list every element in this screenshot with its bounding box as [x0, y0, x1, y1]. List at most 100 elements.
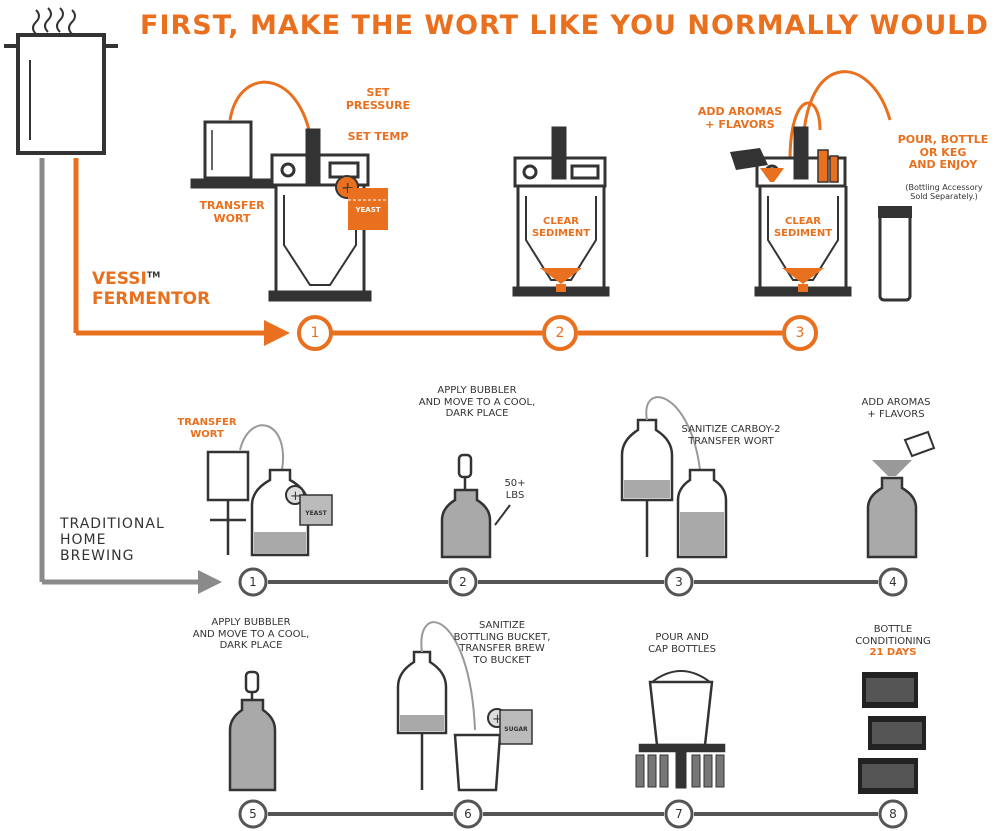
transfer-wort-line-2: WORT — [213, 211, 251, 225]
clear-sediment-3-line-2: SEDIMENT — [773, 227, 833, 239]
trad-conditioning-line-2: CONDITIONING — [855, 635, 931, 647]
trad-weight-line-2: LBS — [505, 489, 525, 501]
trad-carboy-6-icon — [396, 650, 448, 735]
trad-step-6-circle — [453, 799, 483, 829]
trad-sanitize-bucket-line-1: SANITIZE — [478, 620, 526, 631]
pour-line-2: OR KEG — [919, 145, 967, 159]
trad-step-8-circle — [878, 799, 908, 829]
trad-sanitize-carboy-line-2: TRANSFER WORT — [688, 435, 774, 447]
trad-weight-label: 50+ LBS — [500, 478, 530, 501]
trad-add-aromas-line-2: + FLAVORS — [867, 408, 925, 420]
vessi-transfer-wort-label: TRANSFER WORT — [192, 199, 272, 225]
pour-line-3: AND ENJOY — [908, 158, 978, 172]
trad-yeast-packet-icon — [299, 494, 333, 526]
trad-bubbler-line-1: APPLY BUBBLER — [437, 385, 517, 396]
set-pressure-label: SET PRESSURE — [338, 86, 418, 112]
trad-add-aromas-line-1: ADD AROMAS — [861, 397, 931, 408]
trad-conditioning-label: BOTTLE CONDITIONING 21 DAYS — [838, 624, 948, 659]
vessi-label: VESSITM FERMENTOR — [92, 269, 211, 309]
trad-step-8: 8 — [889, 807, 897, 821]
trad-add-aromas-label: ADD AROMAS + FLAVORS — [856, 397, 936, 420]
vessi-clear-sediment-label-3: CLEAR SEDIMENT — [762, 216, 844, 239]
page-title: FIRST, MAKE THE WORT LIKE YOU NORMALLY W… — [140, 10, 989, 41]
vessi-label-name: VESSI — [92, 269, 147, 289]
trad-step-1-circle — [238, 567, 268, 597]
vessi-step-3: 3 — [795, 325, 805, 341]
add-aromas-line-1: ADD AROMAS — [697, 105, 783, 118]
trad-carboy-2-icon — [440, 453, 492, 559]
trad-sanitize-bucket-label: SANITIZE BOTTLING BUCKET, TRANSFER BREW … — [442, 620, 562, 666]
trad-sanitize-carboy-label: SANITIZE CARBOY-2 TRANSFER WORT — [666, 424, 796, 447]
trad-step-3: 3 — [675, 575, 683, 589]
trad-pour-cap-label: POUR AND CAP BOTTLES — [632, 632, 732, 655]
trad-step-2: 2 — [459, 575, 467, 589]
vessi-step-1: 1 — [310, 325, 320, 341]
transfer-wort-line-1: TRANSFER — [199, 199, 265, 212]
bottling-bucket-icon — [453, 733, 502, 792]
vessi-accessory-note: (Bottling Accessory Sold Separately.) — [898, 183, 990, 201]
trad-step-2-circle — [448, 567, 478, 597]
vessi-pour-label: POUR, BOTTLE OR KEG AND ENJOY — [890, 133, 996, 172]
trad-carboy-4-icon — [866, 476, 918, 559]
trad-step-5-circle — [238, 799, 268, 829]
trad-conditioning-line-1: BOTTLE — [873, 624, 913, 635]
sugar-packet-icon — [499, 709, 533, 745]
trad-sanitize-bucket-line-3: TRANSFER BREW — [459, 643, 545, 654]
set-temp-label: SET TEMP — [347, 130, 409, 143]
set-pressure-line-1: SET — [366, 86, 390, 99]
trad-step-3-circle — [664, 567, 694, 597]
trad-step-7: 7 — [675, 807, 683, 821]
clear-sediment-2-line-2: SEDIMENT — [531, 227, 591, 239]
trad-bubbler2-line-3: DARK PLACE — [219, 640, 283, 651]
trad-aroma-bottle-icon — [903, 430, 936, 458]
svg-text:+: + — [290, 489, 301, 504]
accessory-line-1: (Bottling Accessory — [905, 183, 983, 192]
trad-transfer-line-2: WORT — [190, 428, 224, 440]
trad-bubbler2-line-2: AND MOVE TO A COOL, — [192, 628, 310, 640]
trad-funnel-icon — [872, 460, 912, 476]
trad-step-7-circle — [664, 799, 694, 829]
yeast-packet-icon — [348, 188, 388, 230]
vessi-arrow-icon — [264, 320, 290, 346]
trad-step-1: 1 — [249, 575, 257, 589]
trad-step-5: 5 — [249, 807, 257, 821]
traditional-arrow-icon — [198, 570, 222, 594]
trad-carboy-5-icon — [228, 670, 277, 792]
trad-weight-line-1: 50+ — [504, 478, 526, 489]
vessi-clear-sediment-label-2: CLEAR SEDIMENT — [520, 216, 602, 239]
brew-kettle-icon — [4, 7, 118, 155]
add-aromas-line-2: + FLAVORS — [705, 117, 775, 131]
vessi-step-3-circle — [782, 315, 818, 351]
trad-sanitize-bucket-line-4: TO BUCKET — [473, 654, 531, 666]
traditional-label: TRADITIONAL HOME BREWING — [60, 516, 165, 564]
traditional-line-2: HOME — [60, 532, 107, 549]
trad-sugar-label: SUGAR — [504, 726, 528, 733]
trad-pour-cap-line-2: CAP BOTTLES — [648, 643, 716, 655]
bottle-accessory-icon — [878, 208, 912, 302]
clear-sediment-3-line-1: CLEAR — [785, 216, 821, 227]
vessi-tm: TM — [146, 270, 161, 280]
vessi-label-fermentor: FERMENTOR — [92, 288, 211, 309]
traditional-line-3: BREWING — [60, 548, 135, 565]
vessi-step-1-circle — [297, 315, 333, 351]
svg-text:+: + — [492, 712, 503, 727]
bottling-station-icon — [638, 670, 726, 753]
vessi-yeast-label: YEAST — [355, 206, 381, 214]
sediment-cone-icon — [540, 268, 582, 284]
trad-sanitize-bucket-line-2: BOTTLING BUCKET, — [453, 631, 551, 643]
bottle-crates-icon — [858, 672, 926, 794]
trad-bubbler-label: APPLY BUBBLER AND MOVE TO A COOL, DARK P… — [412, 385, 542, 420]
traditional-line-1: TRADITIONAL — [60, 516, 165, 532]
trad-transfer-wort-label: TRANSFER WORT — [172, 417, 242, 440]
pour-line-1: POUR, BOTTLE — [897, 133, 989, 146]
bottles-icon — [635, 749, 725, 789]
trad-sanitize-carboy-line-1: SANITIZE CARBOY-2 — [681, 424, 781, 435]
accessory-line-2: Sold Separately.) — [910, 192, 978, 202]
trad-pot-icon — [206, 450, 250, 555]
trad-transfer-line-1: TRANSFER — [177, 417, 237, 428]
set-pressure-line-2: PRESSURE — [345, 98, 411, 112]
trad-pour-cap-line-1: POUR AND — [655, 632, 709, 643]
vessi-step-2-circle — [542, 315, 578, 351]
vessi-step-2: 2 — [555, 325, 565, 341]
